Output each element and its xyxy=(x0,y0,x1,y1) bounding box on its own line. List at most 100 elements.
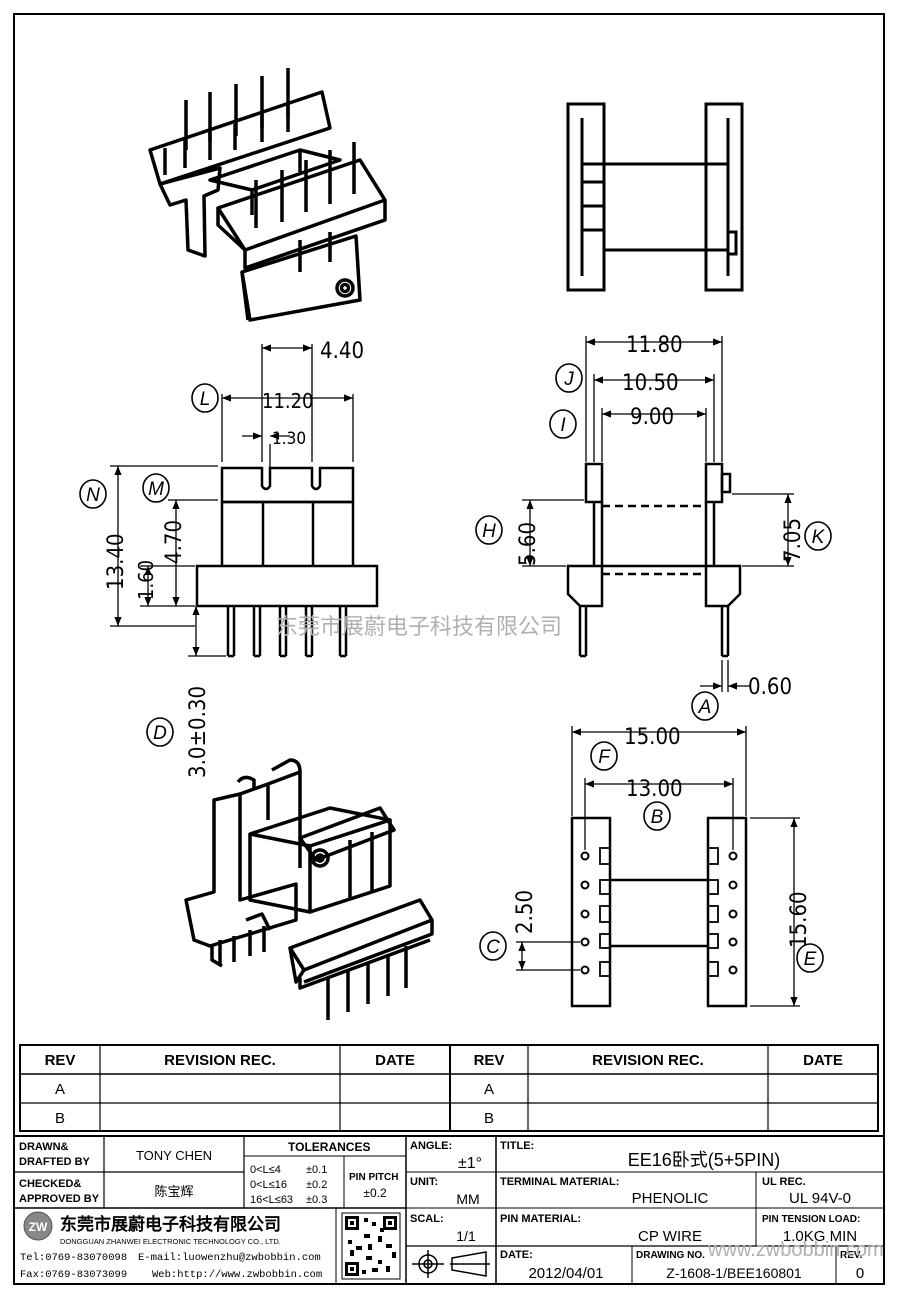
company-name-cn: 东莞市展蔚电子科技有限公司 xyxy=(60,1214,281,1234)
bottom-view-pins xyxy=(580,851,738,975)
terminal-material-value: PHENOLIC xyxy=(632,1190,709,1207)
rev-row-a-1: A xyxy=(55,1081,65,1098)
unit-value: MM xyxy=(456,1191,479,1207)
pin-pitch-label: PIN PITCH xyxy=(349,1172,398,1183)
rev-row-b-2: B xyxy=(484,1110,494,1127)
dim-4-70: 4.70 xyxy=(162,520,187,564)
unit-label: UNIT: xyxy=(410,1176,438,1188)
rev-header-1: REV xyxy=(45,1052,76,1069)
ref-B: B xyxy=(651,807,664,828)
tol-range-3: 16<L≤63 xyxy=(250,1194,293,1206)
angle-label: ANGLE: xyxy=(410,1140,452,1152)
pin-tension-value: 1.0KG MIN xyxy=(783,1228,857,1245)
drawn-label: DRAWN& xyxy=(19,1141,69,1153)
company-web: Web:http://www.zwbobbin.com xyxy=(152,1269,322,1281)
ul-rec-value: UL 94V-0 xyxy=(789,1190,851,1207)
dim-1-60: 1.60 xyxy=(134,560,158,600)
date-header-1: DATE xyxy=(375,1052,415,1069)
reference-letters: L M N D J I H K A F B C E xyxy=(86,369,826,970)
ref-K: K xyxy=(812,527,826,548)
watermark-company: 东莞市展蔚电子科技有限公司 xyxy=(276,614,562,639)
ul-rec-label: UL REC. xyxy=(762,1176,806,1188)
ref-C: C xyxy=(486,937,500,958)
dim-13-00: 13.00 xyxy=(626,777,683,802)
dim-9-00: 9.00 xyxy=(630,405,674,430)
dim-10-50: 10.50 xyxy=(622,371,679,396)
title-block-grid xyxy=(13,1135,885,1285)
tol-value-2: ±0.2 xyxy=(306,1179,327,1191)
pin-tension-label: PIN TENSION LOAD: xyxy=(762,1214,860,1225)
scale-value: 1/1 xyxy=(456,1228,476,1244)
projection-symbol xyxy=(412,1250,490,1278)
company-name-en: DONGGUAN ZHANWEI ELECTRONIC TECHNOLOGY C… xyxy=(60,1237,281,1246)
title-block-labels: DRAWN& DRAFTED BY CHECKED& APPROVED BY T… xyxy=(19,1140,863,1261)
front-view xyxy=(195,466,379,658)
ref-E: E xyxy=(804,949,817,970)
dim-3-0-tolerance: 3.0±0.30 xyxy=(186,686,211,778)
ref-M: M xyxy=(148,479,164,500)
rev-row-b-1: B xyxy=(55,1110,65,1127)
ref-I: I xyxy=(560,415,566,436)
checked-value: 陈宝辉 xyxy=(154,1184,193,1199)
dim-11-20: 11.20 xyxy=(262,389,314,413)
approved-label: APPROVED BY xyxy=(19,1193,100,1205)
isometric-view-bottom xyxy=(184,758,434,1020)
rev-header-2: REV xyxy=(474,1052,505,1069)
rev-label: REV. xyxy=(840,1250,863,1261)
ref-D: D xyxy=(153,723,167,744)
ref-A: A xyxy=(698,697,712,718)
company-fax: Fax:0769-83073099 xyxy=(20,1269,127,1281)
dim-1-30: 1.30 xyxy=(272,429,306,449)
revision-table xyxy=(19,1044,879,1132)
dim-11-80: 11.80 xyxy=(626,333,683,358)
side-view-dimensions xyxy=(522,336,794,692)
drawing-no-label: DRAWING NO. xyxy=(636,1250,705,1261)
title-value: EE16卧式(5+5PIN) xyxy=(628,1150,781,1170)
qr-code xyxy=(341,1212,401,1280)
bottom-view xyxy=(570,816,748,1008)
front-view-dimensions xyxy=(110,344,354,657)
angle-value: ±1° xyxy=(458,1155,482,1172)
pin-pitch-value: ±0.2 xyxy=(363,1186,387,1200)
dim-13-40: 13.40 xyxy=(104,533,129,590)
pin-material-label: PIN MATERIAL: xyxy=(500,1213,581,1225)
rev-row-a-2: A xyxy=(484,1081,494,1098)
drafted-label: DRAFTED BY xyxy=(19,1156,91,1168)
company-tel: Tel:0769-83070098 xyxy=(20,1252,127,1264)
bottom-view-dimensions xyxy=(516,726,800,1007)
dim-4-40: 4.40 xyxy=(320,339,364,364)
checked-label: CHECKED& xyxy=(19,1178,81,1190)
ref-F: F xyxy=(598,747,611,768)
dim-0-60: 0.60 xyxy=(748,675,792,700)
watermark-url: www.zwbobbin.com xyxy=(707,1239,884,1261)
company-email: E-mail:luowenzhu@zwbobbin.com xyxy=(138,1252,321,1264)
dim-2-50: 2.50 xyxy=(513,890,538,934)
date-label: DATE: xyxy=(500,1249,533,1261)
drawing-no-value: Z-1608-1/BEE160801 xyxy=(666,1265,802,1281)
dim-5-60: 5.60 xyxy=(516,522,541,566)
dim-15-60: 15.60 xyxy=(787,891,812,948)
scale-label: SCAL: xyxy=(410,1213,444,1225)
dim-15-00: 15.00 xyxy=(624,725,681,750)
tol-value-1: ±0.1 xyxy=(306,1164,327,1176)
top-view xyxy=(566,102,744,292)
date-header-2: DATE xyxy=(803,1052,843,1069)
reference-bubbles xyxy=(79,363,832,973)
date-value: 2012/04/01 xyxy=(528,1265,603,1282)
revision-rec-header-1: REVISION REC. xyxy=(164,1052,276,1069)
ref-N: N xyxy=(86,485,100,506)
tol-range-1: 0<L≤4 xyxy=(250,1164,281,1176)
ref-H: H xyxy=(482,521,496,542)
company-logo: ZW xyxy=(23,1211,53,1241)
tol-value-3: ±0.3 xyxy=(306,1194,327,1206)
drawn-value: TONY CHEN xyxy=(136,1148,212,1163)
pin-material-value: CP WIRE xyxy=(638,1228,702,1245)
isometric-view-top xyxy=(148,68,387,322)
dim-7-05: 7.05 xyxy=(781,518,806,562)
tolerances-label: TOLERANCES xyxy=(288,1140,370,1154)
revision-rec-header-2: REVISION REC. xyxy=(592,1052,704,1069)
terminal-material-label: TERMINAL MATERIAL: xyxy=(500,1176,619,1188)
revision-table-text: REV REVISION REC. DATE REV REVISION REC.… xyxy=(45,1052,843,1127)
tol-range-2: 0<L≤16 xyxy=(250,1179,287,1191)
